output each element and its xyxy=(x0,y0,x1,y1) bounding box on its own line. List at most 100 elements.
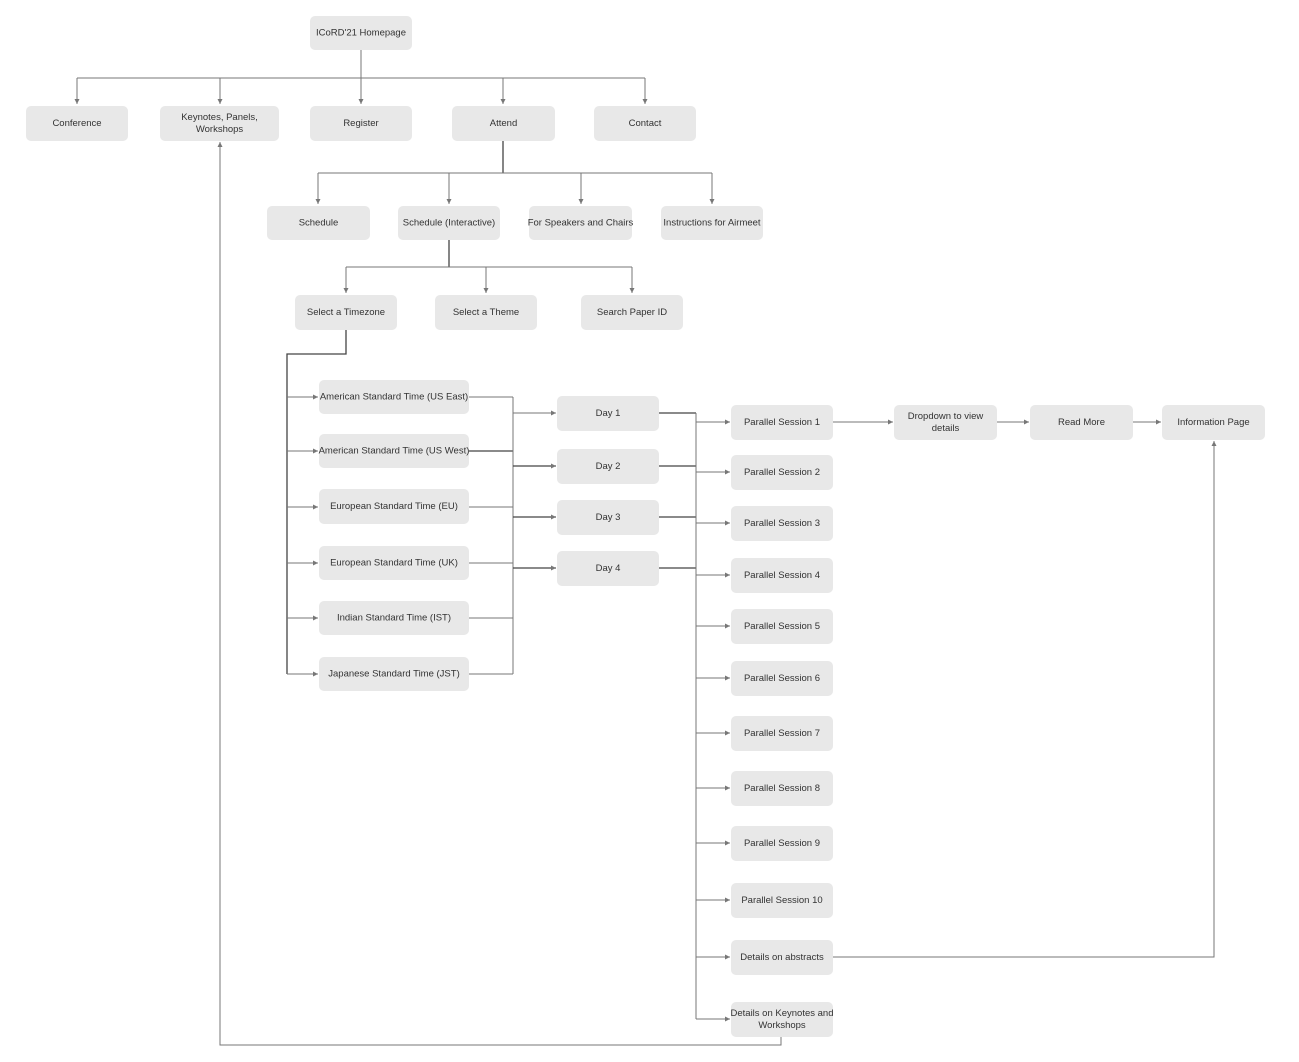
node-label: Read More xyxy=(1058,417,1105,428)
node-box xyxy=(731,661,833,696)
node-label: Day 1 xyxy=(596,408,621,419)
node-label: Workshops xyxy=(758,1020,806,1031)
node-box xyxy=(894,405,997,440)
node-airmeet: Instructions for Airmeet xyxy=(661,206,763,240)
node-label: Parallel Session 9 xyxy=(744,838,820,849)
node-tz-jst: Japanese Standard Time (JST) xyxy=(319,657,469,691)
node-box xyxy=(310,106,412,141)
node-schedule: Schedule xyxy=(267,206,370,240)
node-box xyxy=(594,106,696,141)
node-label: Information Page xyxy=(1177,417,1249,428)
node-label: ICoRD'21 Homepage xyxy=(316,28,406,39)
node-box xyxy=(26,106,128,141)
node-ps4: Parallel Session 4 xyxy=(731,558,833,593)
node-keynotes: Keynotes, Panels,Workshops xyxy=(160,106,279,141)
node-label: Workshops xyxy=(196,124,244,135)
node-day2: Day 2 xyxy=(557,449,659,484)
connector-lines xyxy=(74,50,1217,1046)
node-ps2: Parallel Session 2 xyxy=(731,455,833,490)
node-tz-uk: European Standard Time (UK) xyxy=(319,546,469,580)
node-label: Parallel Session 4 xyxy=(744,570,820,581)
node-speakers-chairs: For Speakers and Chairs xyxy=(528,206,634,240)
node-box xyxy=(452,106,555,141)
node-box xyxy=(557,449,659,484)
node-box xyxy=(310,16,412,50)
node-box xyxy=(731,455,833,490)
edge-keynote-details-keynotes xyxy=(217,142,782,1046)
node-box xyxy=(435,295,537,330)
node-label: Day 2 xyxy=(596,461,621,472)
node-label: Conference xyxy=(52,118,101,129)
node-label: Parallel Session 2 xyxy=(744,467,820,478)
node-box xyxy=(319,380,469,414)
node-label: For Speakers and Chairs xyxy=(528,218,634,229)
edge-timezone-trunk xyxy=(286,330,347,674)
node-label: Schedule (Interactive) xyxy=(403,218,495,229)
node-box xyxy=(731,826,833,861)
node-contact: Contact xyxy=(594,106,696,141)
node-box xyxy=(557,396,659,431)
node-label: Parallel Session 1 xyxy=(744,417,820,428)
node-schedule-interactive: Schedule (Interactive) xyxy=(398,206,500,240)
node-box xyxy=(731,771,833,806)
node-label: Details on abstracts xyxy=(740,952,824,963)
node-tz-us-east: American Standard Time (US East) xyxy=(319,380,469,414)
node-register: Register xyxy=(310,106,412,141)
node-search-paper: Search Paper ID xyxy=(581,295,683,330)
node-label: Parallel Session 5 xyxy=(744,621,820,632)
node-read-more: Read More xyxy=(1030,405,1133,440)
node-box xyxy=(557,500,659,535)
node-tz-eu: European Standard Time (EU) xyxy=(319,489,469,524)
node-label: Day 3 xyxy=(596,512,621,523)
node-ps10: Parallel Session 10 xyxy=(731,883,833,918)
node-label: Japanese Standard Time (JST) xyxy=(328,669,459,680)
node-label: details xyxy=(932,423,960,434)
node-label: European Standard Time (UK) xyxy=(330,558,458,569)
node-label: Register xyxy=(343,118,378,129)
node-label: Parallel Session 8 xyxy=(744,783,820,794)
node-label: Parallel Session 7 xyxy=(744,728,820,739)
node-label: Instructions for Airmeet xyxy=(663,218,761,229)
node-day1: Day 1 xyxy=(557,396,659,431)
node-label: Contact xyxy=(629,118,662,129)
node-box xyxy=(581,295,683,330)
node-day4: Day 4 xyxy=(557,551,659,586)
node-label: Search Paper ID xyxy=(597,307,667,318)
node-box xyxy=(319,657,469,691)
node-label: Indian Standard Time (IST) xyxy=(337,613,451,624)
node-info-page: Information Page xyxy=(1162,405,1265,440)
node-ps6: Parallel Session 6 xyxy=(731,661,833,696)
node-ps9: Parallel Session 9 xyxy=(731,826,833,861)
node-label: Details on Keynotes and xyxy=(731,1008,834,1019)
node-ps3: Parallel Session 3 xyxy=(731,506,833,541)
node-box xyxy=(557,551,659,586)
node-label: Parallel Session 10 xyxy=(741,895,822,906)
node-ps1: Parallel Session 1 xyxy=(731,405,833,440)
node-select-timezone: Select a Timezone xyxy=(295,295,397,330)
edge-abstracts-infopage xyxy=(833,441,1217,958)
node-box xyxy=(1030,405,1133,440)
node-box xyxy=(731,1002,833,1037)
node-homepage: ICoRD'21 Homepage xyxy=(310,16,412,50)
node-box xyxy=(731,558,833,593)
node-attend: Attend xyxy=(452,106,555,141)
node-conference: Conference xyxy=(26,106,128,141)
node-ps5: Parallel Session 5 xyxy=(731,609,833,644)
node-box xyxy=(319,546,469,580)
node-box xyxy=(731,609,833,644)
node-day3: Day 3 xyxy=(557,500,659,535)
node-box xyxy=(731,716,833,751)
node-label: Schedule xyxy=(299,218,339,229)
node-box xyxy=(1162,405,1265,440)
node-label: Select a Timezone xyxy=(307,307,385,318)
node-box xyxy=(731,506,833,541)
node-box xyxy=(661,206,763,240)
node-box xyxy=(731,883,833,918)
node-box xyxy=(160,106,279,141)
node-label: American Standard Time (US East) xyxy=(320,392,468,403)
node-ps7: Parallel Session 7 xyxy=(731,716,833,751)
node-label: Dropdown to view xyxy=(908,411,984,422)
